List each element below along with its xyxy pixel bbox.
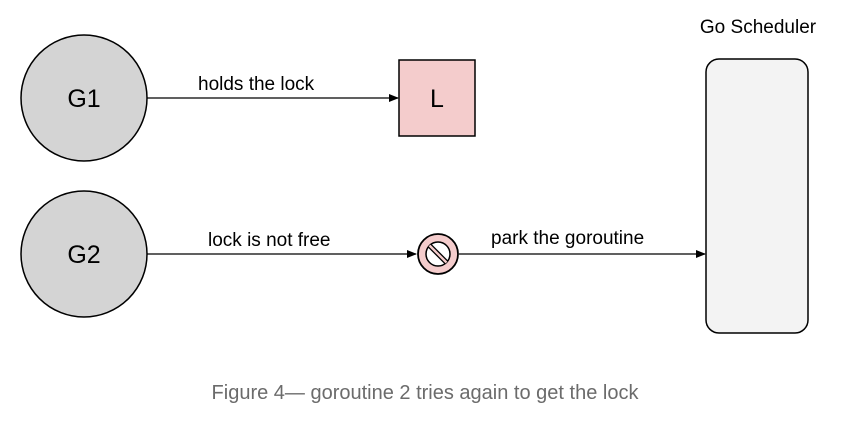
scheduler-title: Go Scheduler	[700, 17, 817, 38]
goroutine-g2-label: G2	[67, 241, 100, 269]
lock-label: L	[430, 85, 444, 113]
scheduler-box	[705, 58, 809, 334]
edge-g1-to-lock-label: holds the lock	[198, 74, 315, 95]
prohibited-icon	[417, 233, 459, 275]
edge-g2-to-blocked-label: lock is not free	[208, 230, 331, 251]
edge-blocked-to-scheduler-label: park the goroutine	[491, 228, 644, 249]
lock-node	[398, 59, 476, 137]
goroutine-lock-diagram: Go Scheduler G1 L holds the lock G2 lock…	[20, 17, 817, 334]
goroutine-g1-label: G1	[67, 85, 100, 113]
figure-caption: Figure 4— goroutine 2 tries again to get…	[211, 382, 639, 404]
